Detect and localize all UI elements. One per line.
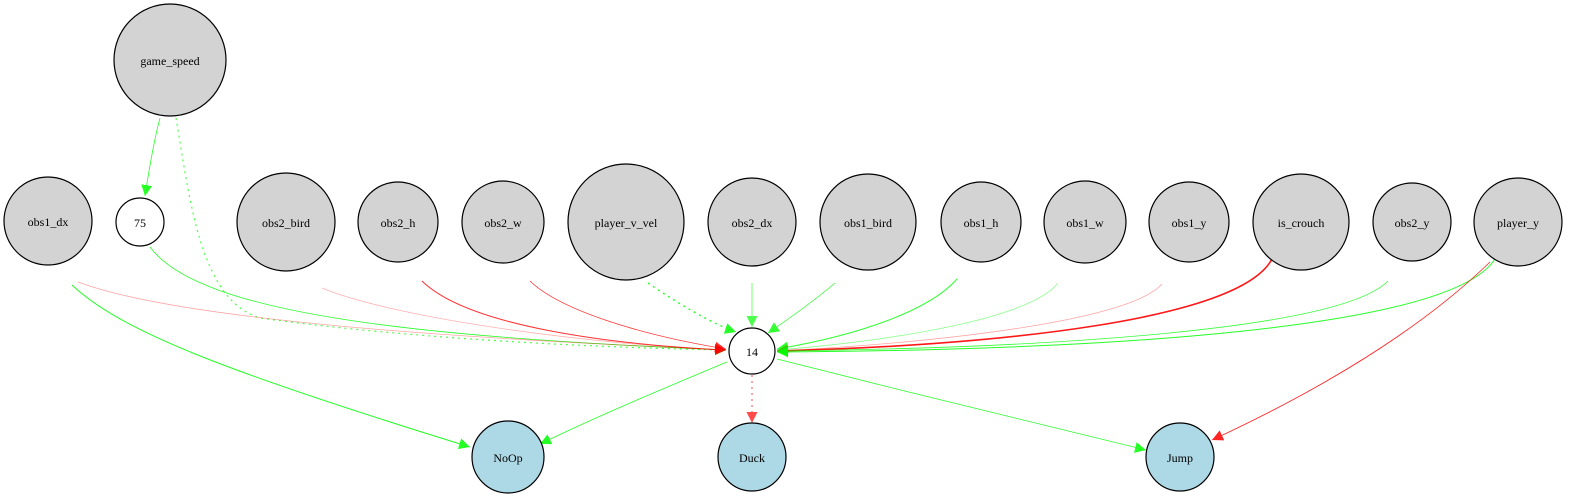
edge-game-speed-to-14 (175, 117, 727, 356)
node-game-speed: game_speed (113, 3, 227, 117)
node-label: obs1_h (964, 216, 999, 230)
node-is-crouch: is_crouch (1252, 173, 1350, 271)
node-label: obs2_y (1395, 216, 1430, 230)
edge-obs2-bird-to-14 (321, 287, 727, 356)
node-label: obs1_dx (28, 215, 69, 229)
node-duck: Duck (717, 422, 787, 492)
edge-obs2-y-to-14 (776, 280, 1389, 357)
node-player-y: player_y (1473, 177, 1563, 267)
node-label: obs2_w (484, 216, 522, 230)
node-label: Duck (739, 451, 765, 465)
node-label: obs2_h (381, 216, 416, 230)
edge-is-crouch-to-14 (776, 258, 1273, 357)
node-player-v-vel: player_v_vel (567, 163, 685, 281)
node-label: game_speed (140, 54, 199, 68)
node-label: player_y (1497, 216, 1539, 230)
edge-obs1-dx-to-14 (77, 281, 727, 356)
edge-14-to-noop (539, 361, 728, 445)
node-obs2-bird: obs2_bird (236, 172, 336, 272)
node-obs1-bird: obs1_bird (819, 173, 917, 271)
node-obs1-w: obs1_w (1043, 180, 1127, 264)
node-label: NoOp (493, 451, 522, 465)
node-obs2-y: obs2_y (1372, 182, 1452, 262)
node-label: obs2_bird (262, 216, 310, 230)
node-label: obs2_dx (732, 216, 773, 230)
edge-14-to-jump (776, 358, 1147, 453)
node-label: obs1_y (1172, 216, 1207, 230)
node-label: is_crouch (1278, 216, 1325, 230)
edge-obs2-h-to-14 (421, 280, 727, 355)
edge-obs1-h-to-14 (776, 278, 958, 353)
node-obs1-y: obs1_y (1148, 181, 1230, 263)
edge-game-speed-to-75 (141, 117, 161, 197)
edge-obs1-dx-to-noop (71, 284, 471, 450)
node-obs1-dx: obs1_dx (3, 176, 93, 266)
node-obs2-h: obs2_h (357, 181, 439, 263)
node-label: player_v_vel (595, 216, 658, 230)
node-75: 75 (115, 197, 165, 247)
node-14: 14 (728, 327, 776, 375)
edge-75-to-14 (149, 246, 727, 356)
node-label: obs1_bird (844, 216, 892, 230)
node-jump: Jump (1145, 422, 1215, 492)
edges (71, 117, 1496, 453)
node-label: Jump (1167, 451, 1193, 465)
node-label: obs1_w (1066, 216, 1104, 230)
node-label: 14 (746, 345, 758, 359)
node-label: 75 (134, 216, 146, 230)
node-obs1-h: obs1_h (940, 181, 1022, 263)
edge-obs2-w-to-14 (529, 280, 727, 353)
edge-player-y-to-14 (776, 258, 1496, 358)
edge-obs1-y-to-14 (776, 283, 1163, 356)
edge-player-y-to-jump (1211, 261, 1491, 441)
node-obs2-w: obs2_w (461, 180, 545, 264)
edge-obs1-w-to-14 (776, 282, 1059, 355)
node-obs2-dx: obs2_dx (707, 177, 797, 267)
nodes: game_speed obs1_dx 75 obs2_bird obs2_h o… (3, 3, 1563, 494)
edge-player-v-vel-to-14 (647, 282, 737, 334)
node-noop: NoOp (471, 420, 545, 494)
edge-obs1-bird-to-14 (767, 282, 836, 334)
